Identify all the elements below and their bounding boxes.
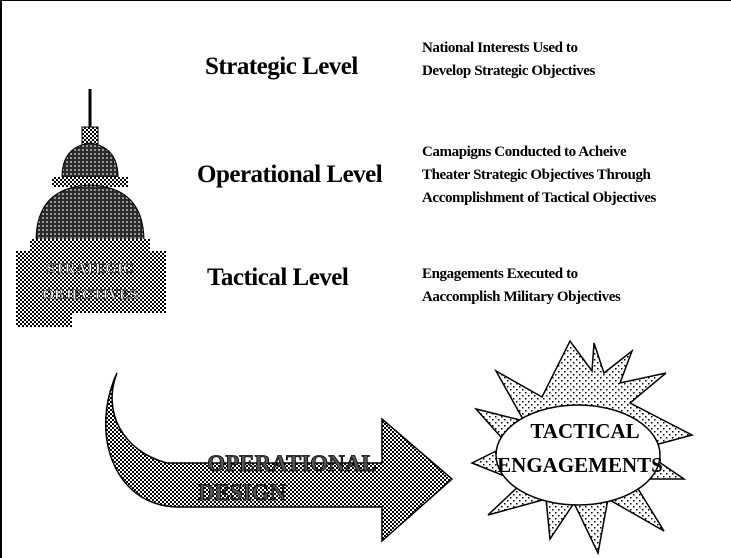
tactical-desc-line1: Engagements Executed to <box>422 266 578 282</box>
strategic-desc-line1: National Interests Used to <box>422 40 578 56</box>
capitol-icon <box>16 89 166 327</box>
operational-level-description: Camapigns Conducted to Acheive Theater S… <box>422 141 656 210</box>
operational-design-arrow <box>104 372 454 543</box>
arrow-label-line1: OPERATIONAL <box>207 451 377 476</box>
explosion-burst-icon <box>470 339 695 556</box>
strategic-level-description: National Interests Used to Develop Strat… <box>422 37 595 83</box>
tactical-level-title: Tactical Level <box>207 264 349 291</box>
strategic-desc-line2: Develop Strategic Objectives <box>422 63 595 79</box>
operational-desc-line2: Theater Strategic Objectives Through <box>422 167 651 183</box>
operational-desc-line1: Camapigns Conducted to Acheive <box>422 144 627 160</box>
strategic-level-title: Strategic Level <box>205 53 358 80</box>
tactical-desc-line2: Aaccomplish Military Objectives <box>422 289 621 305</box>
burst-label-line2: ENGAGEMENTS <box>497 453 663 477</box>
capitol-label-line2: OBJECTIVES <box>42 287 137 303</box>
capitol-label-line1: STRATEGIC <box>46 261 133 277</box>
burst-label-line1: TACTICAL <box>530 419 639 443</box>
tactical-level-description: Engagements Executed to Aaccomplish Mili… <box>422 263 621 309</box>
arrow-label-line2: DESIGN <box>198 480 287 505</box>
operational-desc-line3: Accomplishment of Tactical Objectives <box>422 190 656 206</box>
operational-level-title: Operational Level <box>197 161 383 188</box>
